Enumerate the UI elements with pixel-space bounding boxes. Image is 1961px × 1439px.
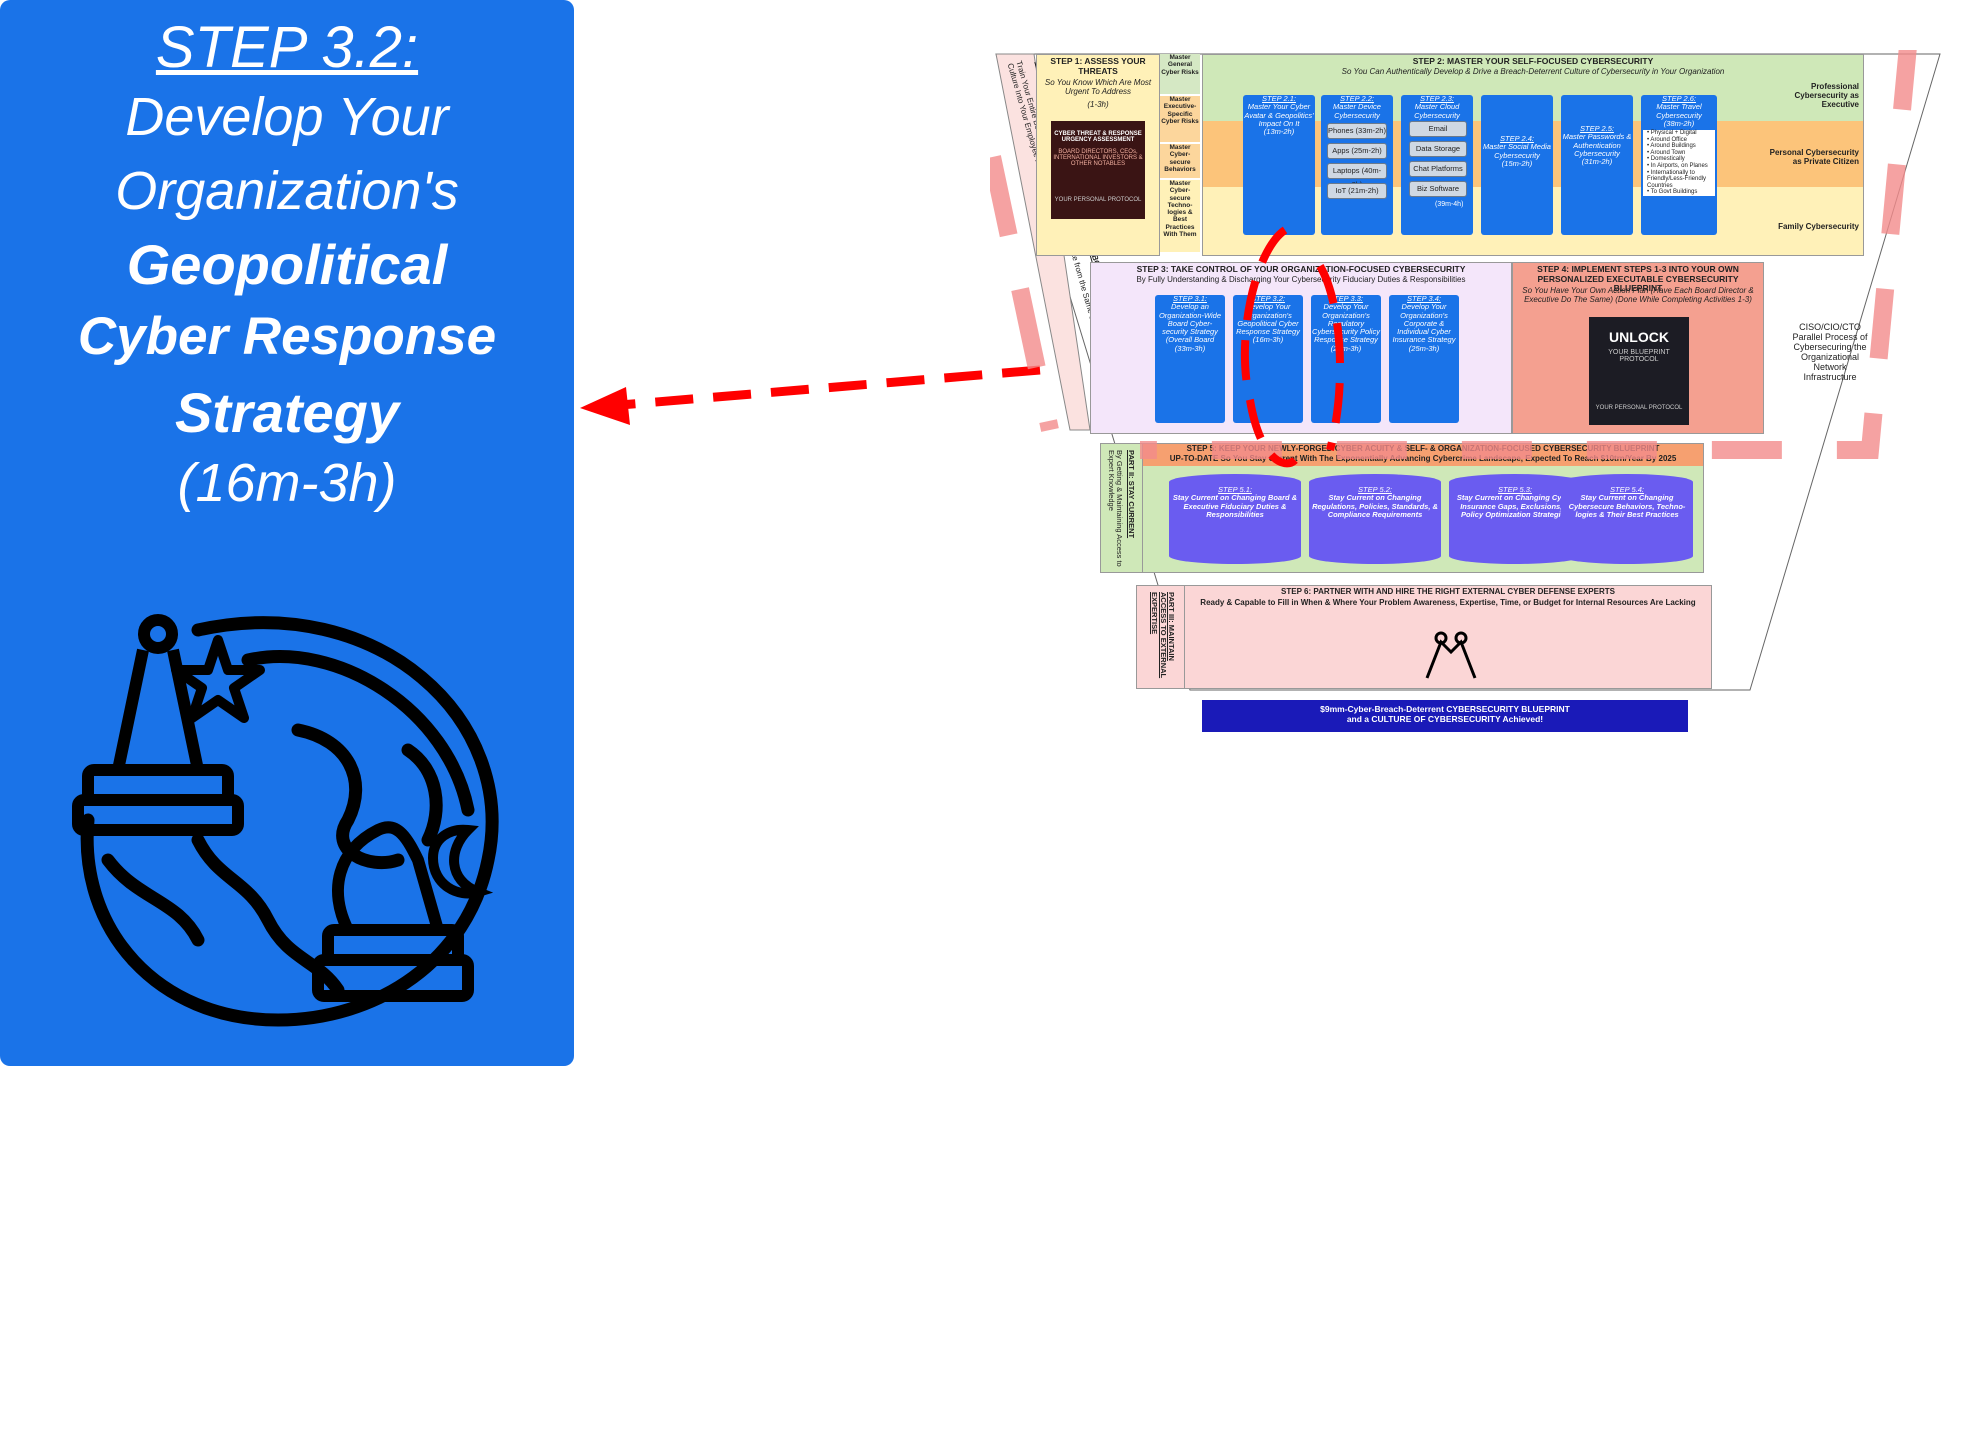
step-4-thumbnail: UNLOCK YOUR BLUEPRINT PROTOCOL YOUR PERS… [1589, 317, 1689, 425]
step-3-title: STEP 3: TAKE CONTROL OF YOUR ORGANIZATIO… [1136, 264, 1466, 274]
device-item-phones: Phones (33m-2h) [1327, 123, 1387, 139]
callout-bold-3: Strategy [174, 381, 400, 444]
step-2-region: STEP 2: MASTER YOUR SELF-FOCUSED CYBERSE… [1202, 54, 1864, 256]
step-2-4-card: STEP 2.4: Master Social Media Cybersecur… [1481, 95, 1553, 235]
master-column: Master General Cyber Risks Master Execut… [1160, 54, 1200, 254]
step-5-3-card: STEP 5.3: Stay Current on Changing Cyber… [1449, 474, 1581, 564]
step-5-4-card: STEP 5.4: Stay Current on Changing Cyber… [1561, 474, 1693, 564]
band-professional: Professional Cybersecurity as Executive [1794, 82, 1859, 109]
cyber-blueprint-funnel: PART I: GET TRAINED CURRENT & DEVELOP YO… [990, 50, 1950, 740]
step-3-subtitle: By Fully Understanding & Discharging You… [1136, 275, 1466, 284]
ciso-parallel-process: CISO/CIO/CTO Parallel Process of Cyberse… [1792, 322, 1868, 383]
travel-list: • Physical + Digital • Around Office • A… [1643, 130, 1715, 196]
step-1-title: STEP 1: ASSESS YOUR THREATS [1050, 56, 1146, 76]
part-3-side-box: PART III: MAINTAIN ACCESS TO EXTERNAL EX… [1136, 585, 1186, 689]
cloud-item-biz: Biz Software [1409, 181, 1467, 197]
final-banner: $9mm-Cyber-Breach-Deterrent CYBERSECURIT… [1202, 700, 1688, 732]
callout-line-1: Develop Your [125, 87, 449, 147]
step-4-box: STEP 4: IMPLEMENT STEPS 1-3 INTO YOUR OW… [1512, 262, 1764, 434]
step-2-5-card: STEP 2.5: Master Passwords & Authenticat… [1561, 95, 1633, 235]
step-6-subtitle: Ready & Capable to Fill in When & Where … [1200, 598, 1696, 607]
step-1-duration: (1-3h) [1087, 100, 1109, 109]
step-4-title: STEP 4: IMPLEMENT STEPS 1-3 INTO YOUR OW… [1537, 264, 1739, 294]
step-5-2-card: STEP 5.2: Stay Current on Changing Regul… [1309, 474, 1441, 564]
step-3-3-card: STEP 3.3: Develop Your Organization's Re… [1311, 295, 1381, 423]
final-banner-line-2: and a CULTURE OF CYBERSECURITY Achieved! [1346, 714, 1544, 725]
step-2-title: STEP 2: MASTER YOUR SELF-FOCUSED CYBERSE… [1412, 56, 1654, 66]
callout-step-label: STEP 3.2: [155, 15, 419, 80]
step-5-box: STEP 5: KEEP YOUR NEWLY-FORGED CYBER ACU… [1142, 443, 1704, 573]
part-2-side-box: PART II: STAY CURRENT By Getting & Maint… [1100, 443, 1144, 573]
step-5-title: STEP 5: KEEP YOUR NEWLY-FORGED CYBER ACU… [1186, 444, 1660, 453]
cloud-item-chat: Chat Platforms [1409, 161, 1467, 177]
step-4-subtitle: So You Have Your Own Action Plan (Have E… [1522, 286, 1754, 304]
handshake-icon [1425, 631, 1477, 679]
step-3-2-callout-card: STEP 3.2: Develop Your Organization's Ge… [0, 0, 574, 1066]
callout-line-2: Organization's [115, 161, 459, 221]
step-2-6-card: STEP 2.6: Master Travel Cybersecurity (3… [1641, 95, 1717, 235]
dashed-arrow [580, 365, 1041, 425]
callout-duration: (16m-3h) [177, 453, 397, 513]
step-1-subtitle: So You Know Which Are Most Urgent To Add… [1044, 78, 1152, 96]
step-5-subtitle: UP-TO-DATE So You Stay Current With The … [1169, 454, 1677, 463]
band-family: Family Cybersecurity [1778, 222, 1859, 231]
band-personal: Personal Cybersecurity as Private Citize… [1769, 148, 1859, 166]
cloud-item-email: Email [1409, 121, 1467, 137]
master-behaviors: Master Cyber-secure Behaviors [1160, 144, 1200, 178]
step-2-1-card: STEP 2.1: Master Your Cyber Avatar & Geo… [1243, 95, 1315, 235]
master-executive-risks: Master Executive-Specific Cyber Risks [1160, 96, 1200, 142]
step-3-box: STEP 3: TAKE CONTROL OF YOUR ORGANIZATIO… [1090, 262, 1512, 434]
master-technologies: Master Cyber-secure Techno-logies & Best… [1160, 180, 1200, 252]
device-item-apps: Apps (25m-2h) [1327, 143, 1387, 159]
step-6-box: STEP 6: PARTNER WITH AND HIRE THE RIGHT … [1184, 585, 1712, 689]
device-item-iot: IoT (21m-2h) [1327, 183, 1387, 199]
step-1-box: STEP 1: ASSESS YOUR THREATS So You Know … [1036, 54, 1160, 256]
final-banner-line-1: $9mm-Cyber-Breach-Deterrent CYBERSECURIT… [1320, 704, 1570, 714]
cloud-duration: (39m-4h) [1435, 201, 1464, 208]
step-3-1-card: STEP 3.1: Develop an Organization-Wide B… [1155, 295, 1225, 423]
geopolitics-globe-chess-icon [72, 614, 499, 1027]
callout-bold-1: Geopolitical [126, 233, 448, 296]
step-5-1-card: STEP 5.1: Stay Current on Changing Board… [1169, 474, 1301, 564]
highlight-overlay [990, 50, 1917, 468]
callout-bold-2: Cyber Response [77, 307, 497, 366]
step-3-4-card: STEP 3.4: Develop Your Organization's Co… [1389, 295, 1459, 423]
step-2-subtitle: So You Can Authentically Develop & Drive… [1341, 67, 1725, 76]
master-general-risks: Master General Cyber Risks [1160, 54, 1200, 94]
cloud-item-storage: Data Storage [1409, 141, 1467, 157]
step-6-title: STEP 6: PARTNER WITH AND HIRE THE RIGHT … [1281, 587, 1615, 596]
step-1-thumbnail: CYBER THREAT & RESPONSE URGENCY ASSESSME… [1051, 121, 1145, 219]
